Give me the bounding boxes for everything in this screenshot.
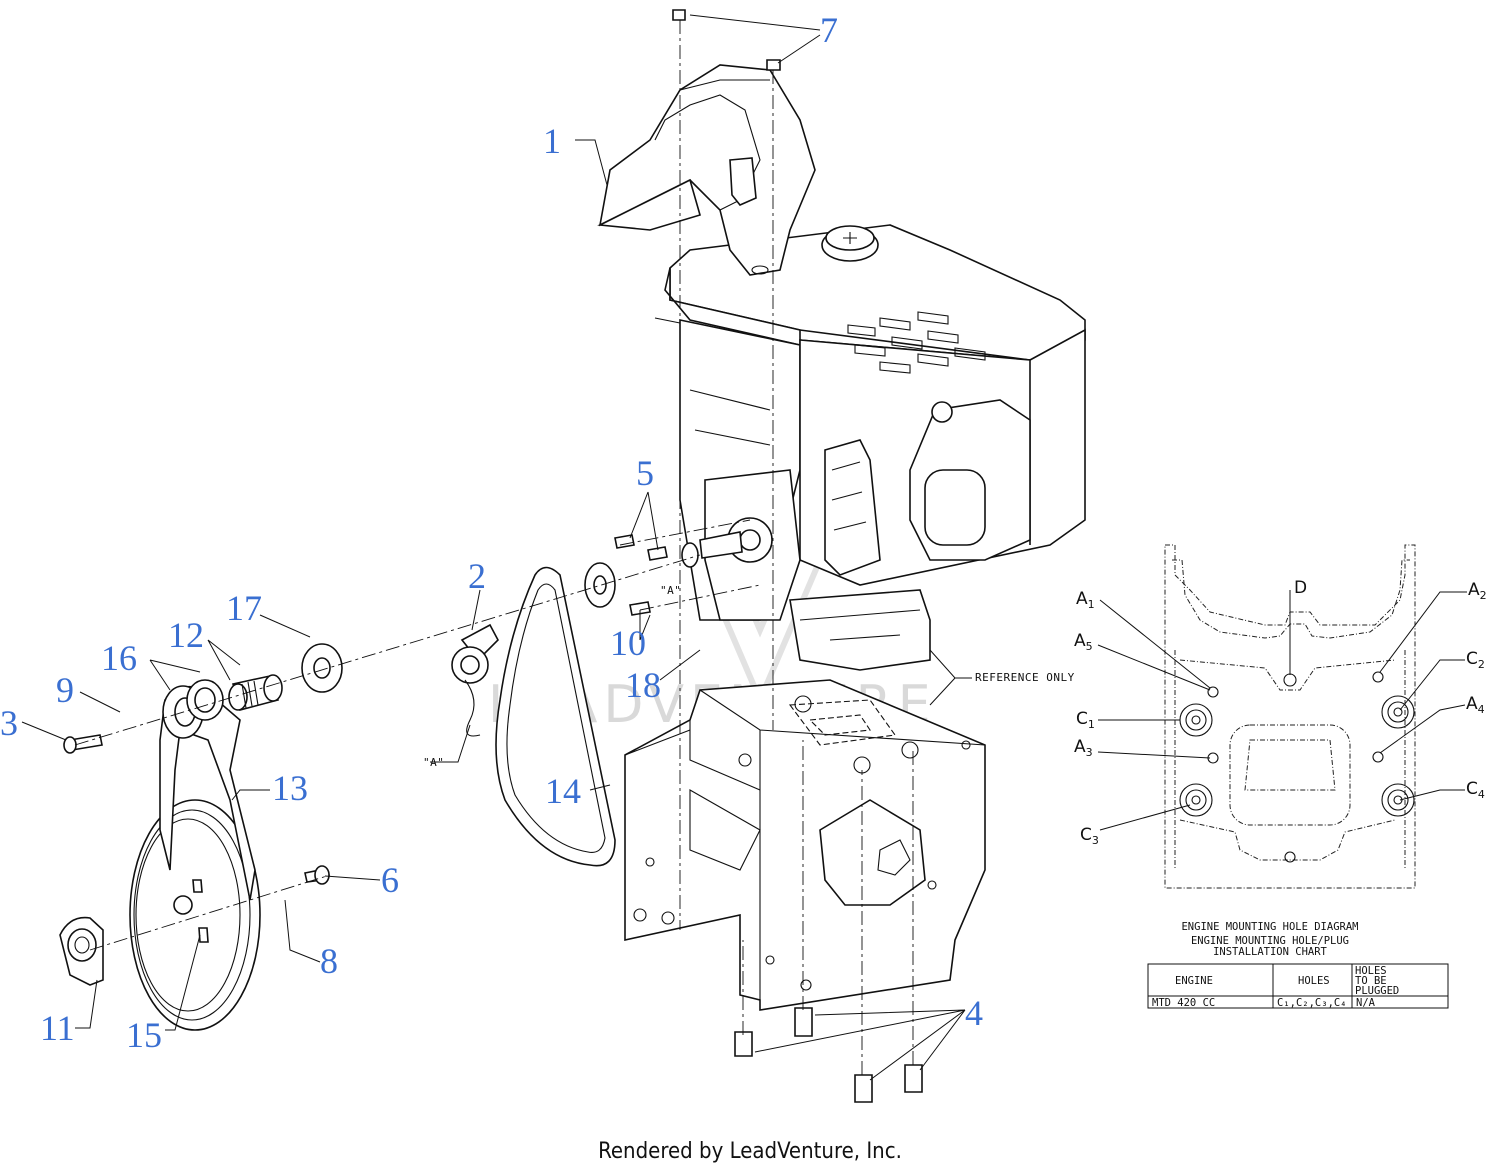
callout-numbers: 1 2 3 4 5 6 7 8 9 10 11 12 13 14 15 16 1… bbox=[0, 10, 983, 1055]
pulley-hub bbox=[59, 916, 104, 986]
letter-c3: C bbox=[1080, 825, 1092, 845]
callout-9: 9 bbox=[56, 670, 74, 710]
svg-text:C3: C3 bbox=[1080, 825, 1099, 847]
cell-plugged: N/A bbox=[1356, 997, 1376, 1009]
header-engine: ENGINE bbox=[1175, 975, 1213, 987]
letter-a2: A bbox=[1468, 580, 1480, 600]
callout-7: 7 bbox=[820, 10, 838, 50]
svg-text:C1: C1 bbox=[1076, 709, 1095, 731]
label-a-quote: "A" bbox=[423, 756, 444, 769]
bolt-10 bbox=[629, 601, 651, 616]
footer-credit: Rendered by LeadVenture, Inc. bbox=[598, 1139, 902, 1164]
callout-18: 18 bbox=[625, 665, 661, 705]
hole-diagram bbox=[1097, 544, 1467, 889]
header-plugged-1: HOLES bbox=[1355, 965, 1387, 977]
header-holes: HOLES bbox=[1298, 975, 1330, 987]
callout-17: 17 bbox=[226, 588, 262, 628]
install-chart-title-2: INSTALLATION CHART bbox=[1213, 946, 1327, 958]
svg-text:C2: C2 bbox=[1466, 649, 1485, 671]
bolts-5 bbox=[614, 534, 668, 561]
label-a-quote-2: "A" bbox=[660, 584, 681, 597]
callout-16: 16 bbox=[101, 638, 137, 678]
letter-a4: A bbox=[1466, 694, 1478, 714]
header-plugged-2: TO BE bbox=[1355, 975, 1387, 987]
letter-c1: C bbox=[1076, 709, 1088, 729]
callout-13: 13 bbox=[272, 768, 308, 808]
header-plugged-3: PLUGGED bbox=[1355, 985, 1399, 997]
label-reference-only: REFERENCE ONLY bbox=[975, 671, 1075, 684]
letter-c4: C bbox=[1466, 779, 1478, 799]
engine bbox=[654, 224, 1086, 671]
engine-pulley bbox=[584, 542, 699, 608]
letter-a1: A bbox=[1076, 589, 1088, 609]
callout-6: 6 bbox=[381, 860, 399, 900]
install-chart-table: ENGINE HOLES HOLES TO BE PLUGGED MTD 420… bbox=[1147, 963, 1449, 1009]
callout-3: 3 bbox=[0, 703, 18, 743]
callout-2: 2 bbox=[468, 556, 486, 596]
cell-engine: MTD 420 CC bbox=[1152, 997, 1215, 1009]
bearing bbox=[228, 674, 283, 711]
callout-12: 12 bbox=[168, 615, 204, 655]
callout-11: 11 bbox=[40, 1008, 75, 1048]
hole-diagram-title: ENGINE MOUNTING HOLE DIAGRAM bbox=[1181, 921, 1358, 933]
letter-a5: A bbox=[1074, 631, 1086, 651]
callout-4: 4 bbox=[965, 993, 983, 1033]
pulley-bushing bbox=[186, 679, 224, 721]
cell-holes: C₁,C₂,C₃,C₄ bbox=[1277, 997, 1347, 1009]
callout-5: 5 bbox=[636, 453, 654, 493]
chute-shield bbox=[597, 64, 816, 276]
letter-d: D bbox=[1294, 578, 1307, 598]
assembly-axes bbox=[74, 20, 914, 1075]
bolt-3 bbox=[63, 734, 103, 754]
callout-8: 8 bbox=[320, 941, 338, 981]
callout-leaders bbox=[21, 14, 972, 1081]
callout-1: 1 bbox=[543, 121, 561, 161]
svg-text:A3: A3 bbox=[1074, 737, 1093, 759]
svg-text:A4: A4 bbox=[1466, 694, 1485, 716]
bolts-4 bbox=[734, 1007, 923, 1103]
svg-text:A5: A5 bbox=[1074, 631, 1093, 653]
hole-letters: A1 A5 D A2 C2 A4 C4 C1 A3 C3 bbox=[1074, 578, 1487, 847]
callout-15: 15 bbox=[126, 1015, 162, 1055]
drive-pulley bbox=[129, 685, 261, 1031]
callout-10: 10 bbox=[610, 623, 646, 663]
idler-tensioner bbox=[451, 623, 499, 737]
svg-text:C4: C4 bbox=[1466, 779, 1485, 801]
callout-14: 14 bbox=[545, 771, 581, 811]
mounting-frame bbox=[624, 679, 986, 1011]
svg-text:A1: A1 bbox=[1076, 589, 1095, 611]
letter-c2: C bbox=[1466, 649, 1478, 669]
svg-text:A2: A2 bbox=[1468, 580, 1487, 602]
auger-belt bbox=[495, 566, 616, 867]
washer-17 bbox=[301, 643, 343, 693]
screws-7 bbox=[672, 9, 781, 71]
letter-a3: A bbox=[1074, 737, 1086, 757]
install-chart-title-1: ENGINE MOUNTING HOLE/PLUG bbox=[1191, 935, 1349, 947]
